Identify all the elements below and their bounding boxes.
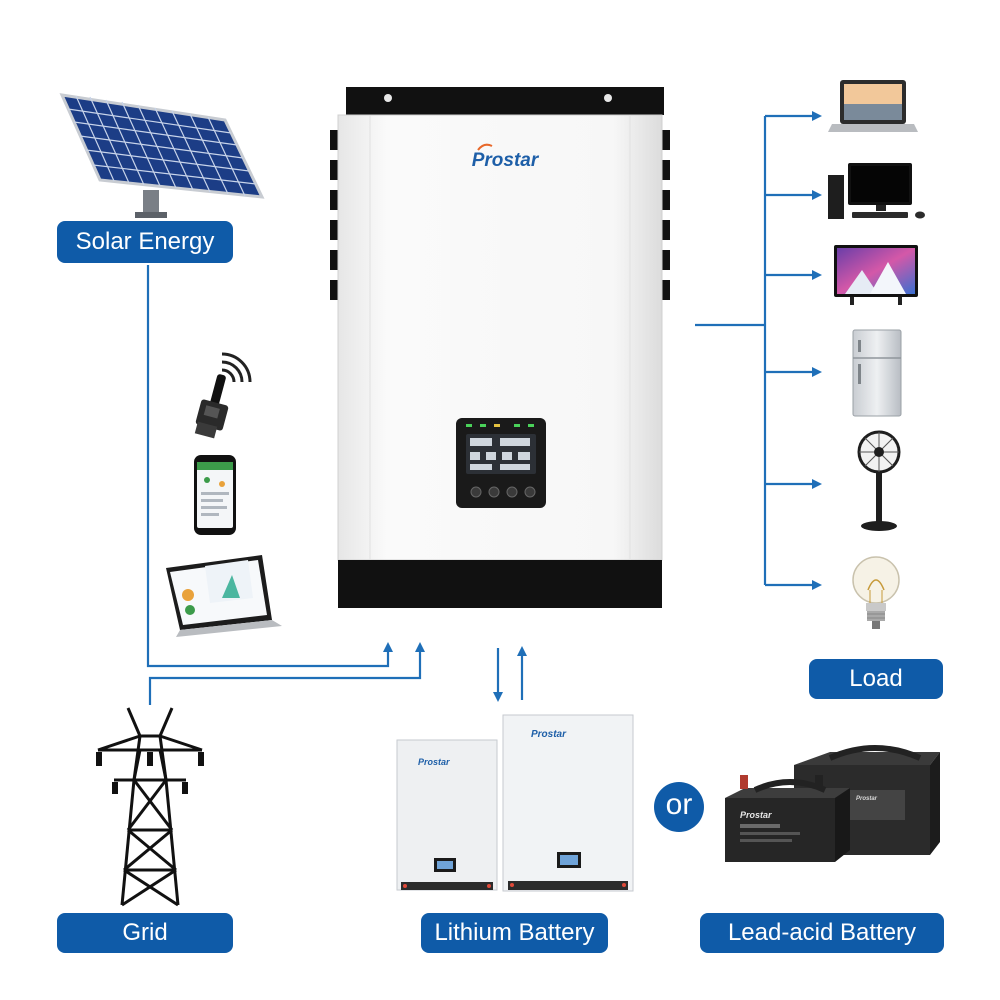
laptop-dashboard-icon [166, 555, 282, 637]
fan-icon [857, 430, 901, 531]
lead-acid-battery-label: Lead-acid Battery [700, 913, 944, 953]
solar-panel-icon [59, 93, 265, 218]
inverter-brand-logo: Prostar [472, 143, 540, 171]
solar-energy-label: Solar Energy [57, 221, 233, 263]
light-bulb-icon [852, 556, 900, 629]
inverter-unit [330, 87, 670, 608]
inverter-logo-text: Prostar [472, 150, 540, 171]
lead-acid-battery-front: Prostar [725, 775, 850, 862]
grid-insulators [96, 752, 204, 794]
refrigerator-icon [852, 329, 902, 417]
or-badge: or [654, 782, 704, 832]
battery-logo-small: Prostar [418, 757, 450, 767]
lead-acid-logo-front: Prostar [740, 810, 772, 820]
grid-label: Grid [57, 913, 233, 953]
television-icon [834, 245, 918, 305]
load-label: Load [809, 659, 943, 699]
battery-logo-large: Prostar [531, 729, 567, 740]
smartphone-app-icon [194, 455, 236, 535]
grid-line [148, 642, 425, 705]
lithium-battery-small: Prostar [396, 739, 498, 891]
lithium-battery-large: Prostar [502, 714, 634, 892]
wifi-dongle-icon [194, 352, 252, 439]
lithium-battery-label: Lithium Battery [421, 913, 608, 953]
solar-line [146, 265, 393, 668]
connection-lines [146, 111, 822, 705]
desktop-computer-icon [828, 163, 925, 219]
laptop-icon [828, 80, 918, 132]
lead-acid-logo-back: Prostar [856, 796, 878, 802]
grid-tower-icon [97, 707, 203, 907]
